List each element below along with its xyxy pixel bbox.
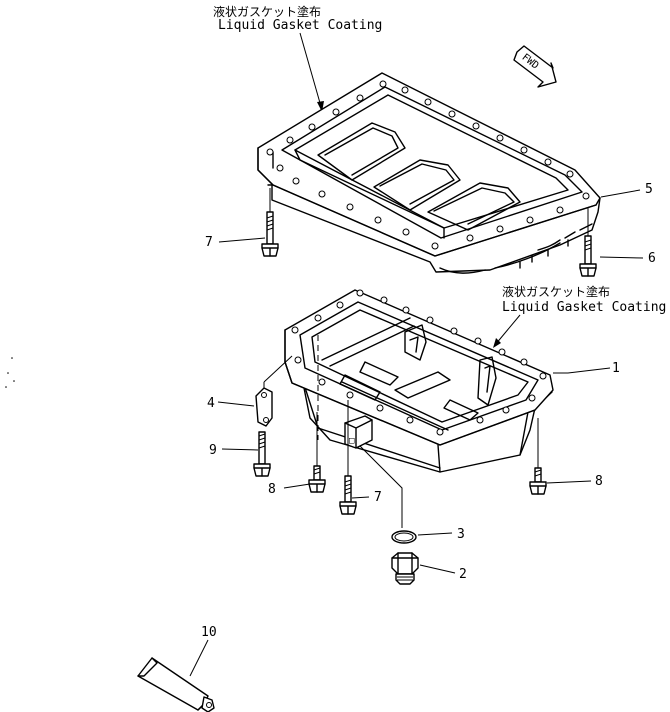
bolt-8-right xyxy=(529,418,547,495)
callout-1-label: 1 xyxy=(612,361,620,376)
gasket-note-right-en: Liquid Gasket Coating xyxy=(502,300,666,315)
callout-7-lower-label: 7 xyxy=(374,490,382,505)
upper-pan-bolt-holes xyxy=(266,80,590,250)
sealant-tube-10 xyxy=(137,657,215,712)
callout-4-label: 4 xyxy=(207,396,215,411)
callout-6-label: 6 xyxy=(648,251,656,266)
callout-8-right: 8 xyxy=(546,474,603,489)
drain-plug-2 xyxy=(391,552,419,585)
callout-5-label: 5 xyxy=(645,182,653,197)
callout-6: 6 xyxy=(599,251,656,266)
callout-7-upper: 7 xyxy=(205,235,266,250)
callout-3: 3 xyxy=(417,527,465,542)
callout-10: 10 xyxy=(189,625,217,677)
callout-2-label: 2 xyxy=(459,567,467,582)
bracket-4 xyxy=(255,355,293,427)
callout-3-label: 3 xyxy=(457,527,465,542)
o-ring-3 xyxy=(359,445,417,544)
bolt-8-left xyxy=(308,412,326,493)
callout-10-label: 10 xyxy=(201,625,217,640)
bolt-9 xyxy=(253,431,271,477)
callout-1: 1 xyxy=(553,361,620,376)
callout-9: 9 xyxy=(209,443,259,458)
lower-oil-pan: □ xyxy=(284,289,554,473)
callout-5: 5 xyxy=(600,182,653,198)
gasket-note-top-leader xyxy=(299,32,323,111)
gasket-note-right-jp: 液状ガスケット塗布 xyxy=(502,284,610,299)
callout-8-left-label: 8 xyxy=(268,482,276,497)
bolt-6 xyxy=(579,208,597,277)
callout-8-left: 8 xyxy=(268,482,311,497)
callout-9-label: 9 xyxy=(209,443,217,458)
drain-boss-mark: □ xyxy=(349,436,355,446)
lower-pan-bolt-holes xyxy=(291,289,547,436)
callout-4: 4 xyxy=(207,396,255,411)
callout-7-upper-label: 7 xyxy=(205,235,213,250)
callout-7-lower: 7 xyxy=(351,490,382,505)
upper-oil-pan xyxy=(257,72,601,274)
gasket-note-right-arrow xyxy=(493,338,501,348)
callout-8-right-label: 8 xyxy=(595,474,603,489)
callout-2: 2 xyxy=(419,564,467,582)
fwd-arrow-icon: FWD xyxy=(513,45,557,88)
scan-specks xyxy=(5,357,15,388)
gasket-note-right: 液状ガスケット塗布 Liquid Gasket Coating xyxy=(493,284,666,348)
bolt-7-upper xyxy=(261,188,279,257)
gasket-note-top-jp: 液状ガスケット塗布 xyxy=(213,4,321,19)
bolt-7-lower xyxy=(339,400,357,515)
gasket-note-right-leader xyxy=(494,314,521,346)
gasket-note-top: 液状ガスケット塗布 Liquid Gasket Coating xyxy=(213,4,382,112)
gasket-note-top-en: Liquid Gasket Coating xyxy=(218,18,382,33)
